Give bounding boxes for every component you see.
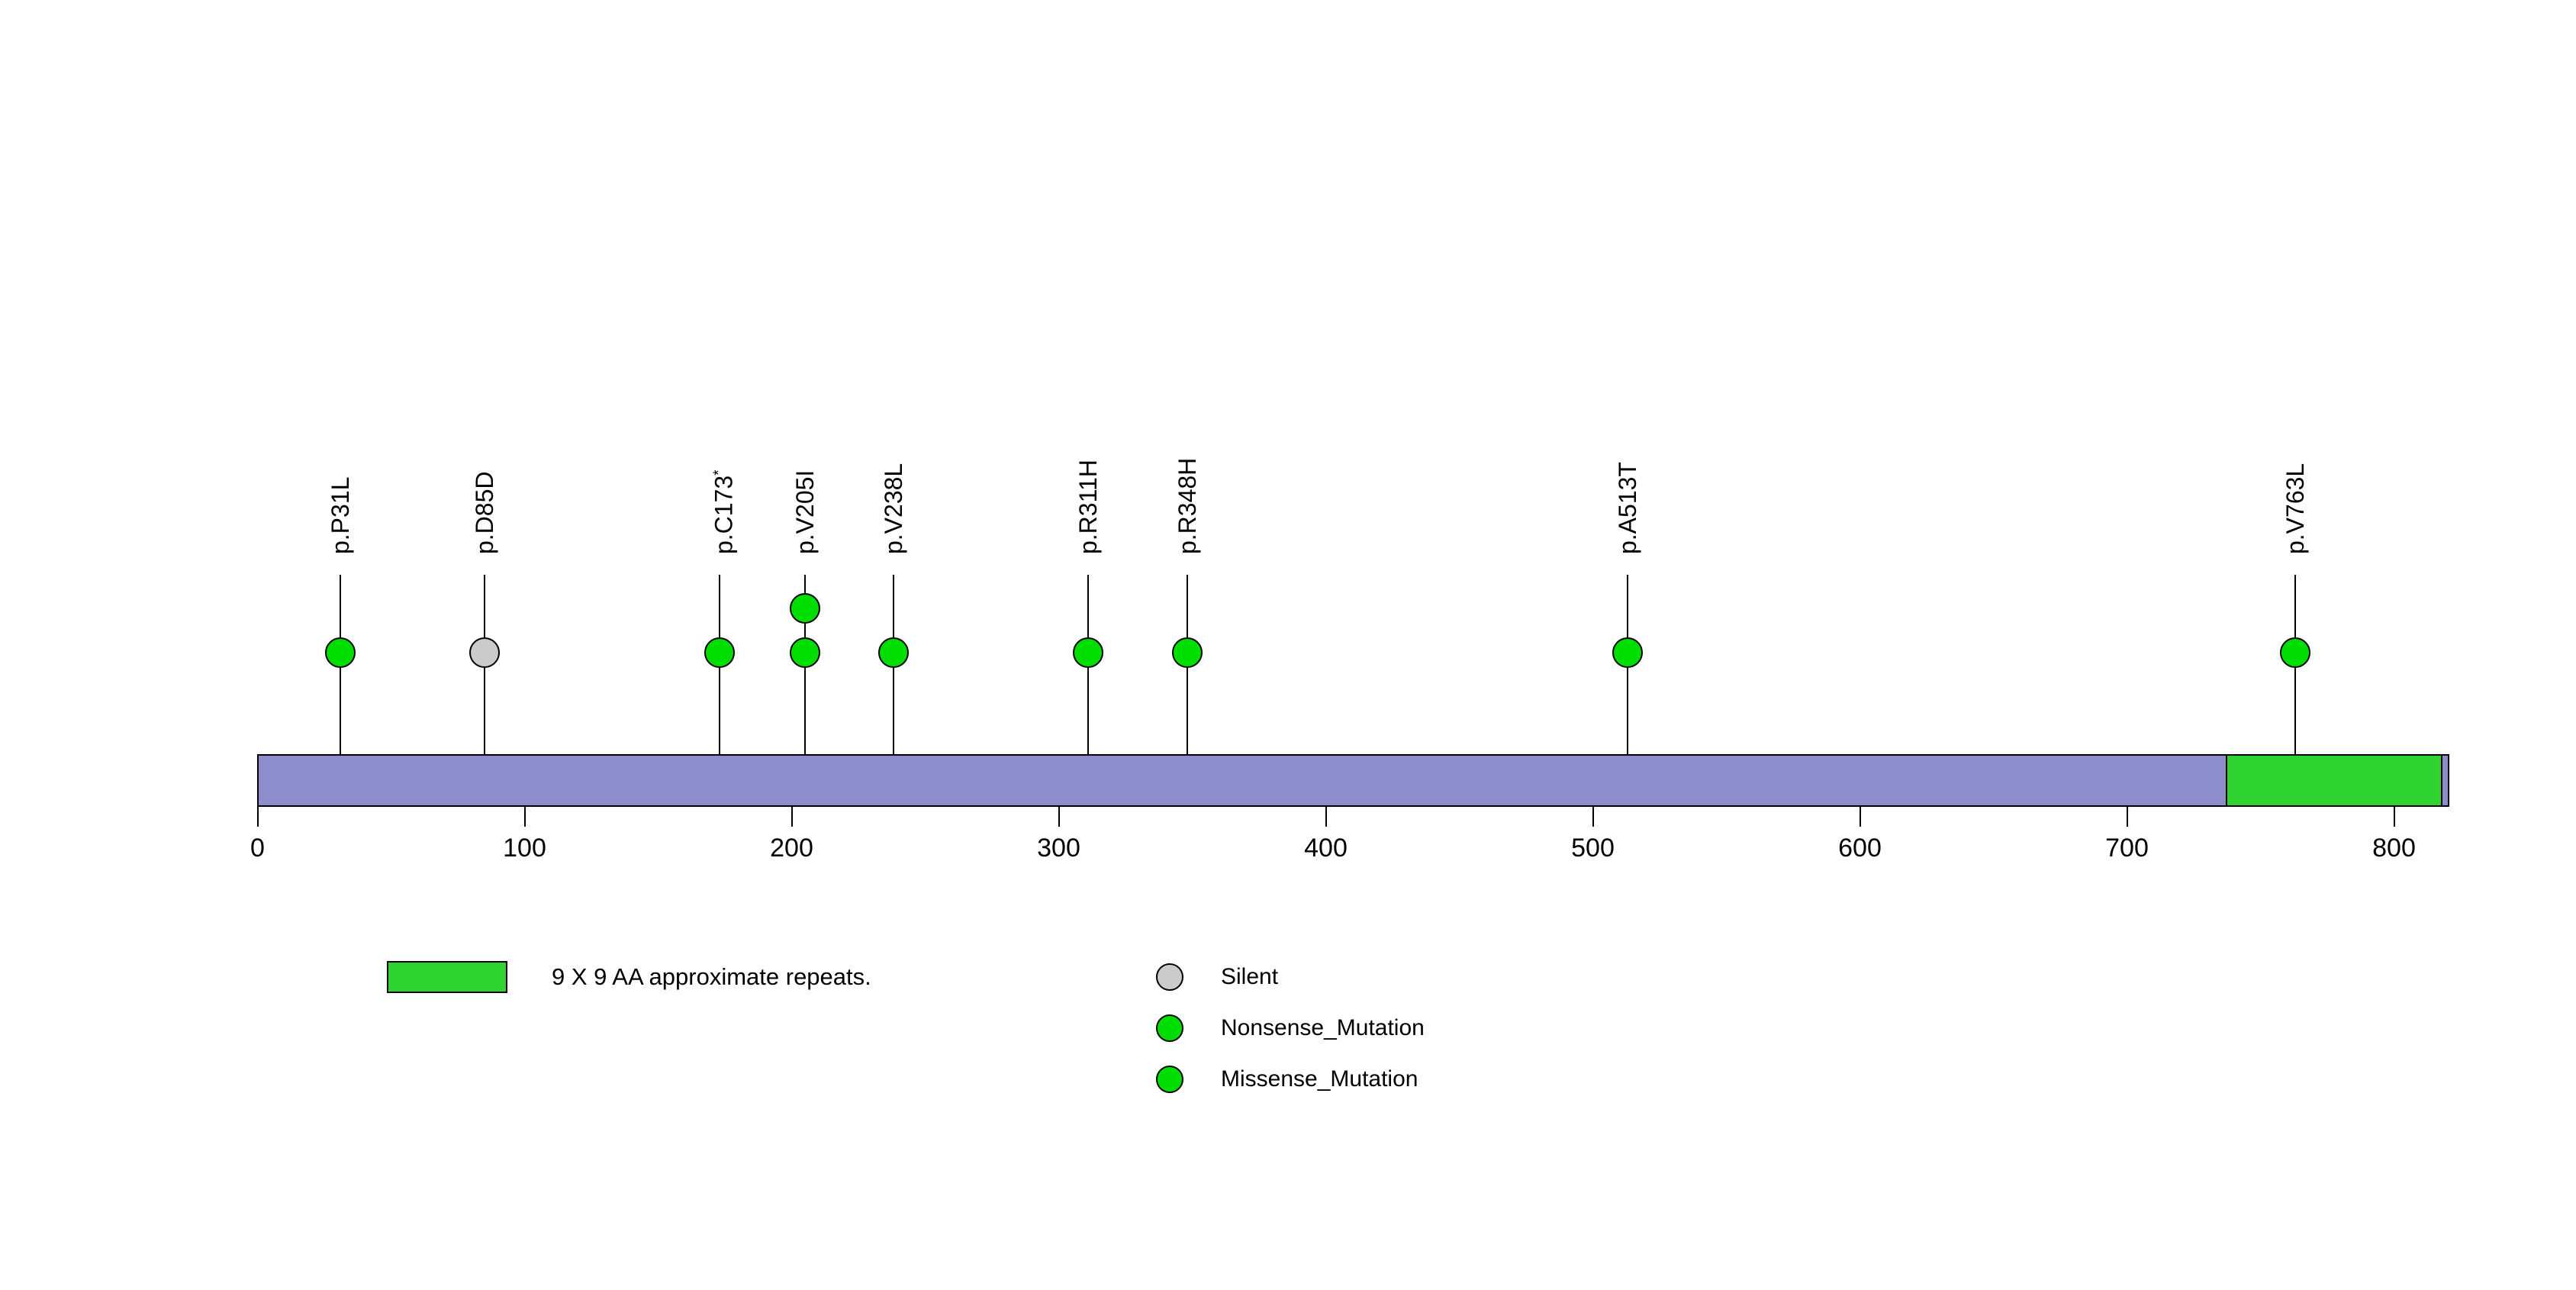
axis-tick: [1592, 807, 1594, 827]
axis-tick-label: 0: [250, 834, 265, 863]
missense-legend-swatch: [1156, 1066, 1183, 1093]
nonsense-legend-label: Nonsense_Mutation: [1221, 1015, 1425, 1040]
mutation-circle: [1073, 637, 1103, 668]
axis-tick: [523, 807, 526, 827]
mutation-label: p.V763L: [2281, 463, 2309, 554]
lollipop-stem: [1087, 575, 1089, 807]
mutation-circle: [1612, 637, 1643, 668]
axis-tick: [1859, 807, 1861, 827]
mutation-circle: [1171, 637, 1203, 668]
mutation-label: p.R311H: [1074, 460, 1102, 554]
nonsense-legend-swatch: [1156, 1014, 1183, 1042]
domain-swatch: [387, 961, 507, 993]
domain-legend-label: 9 X 9 AA approximate repeats.: [552, 963, 871, 990]
axis-tick: [1325, 807, 1327, 827]
mutation-label: p.D85D: [471, 471, 498, 555]
missense-legend-label: Missense_Mutation: [1221, 1066, 1418, 1092]
axis-tick-label: 400: [1304, 834, 1348, 863]
axis-tick-label: 800: [2372, 834, 2416, 863]
axis-tick-label: 200: [770, 834, 813, 863]
mutation-circle: [2280, 637, 2310, 668]
axis-tick-label: 700: [2105, 834, 2149, 863]
lollipop-stem: [2294, 575, 2296, 807]
silent-legend-swatch: [1156, 963, 1183, 991]
protein-backbone: [257, 754, 2449, 807]
mutation-circle: [469, 637, 500, 668]
axis-tick: [256, 807, 259, 827]
mutation-circle: [790, 637, 820, 668]
mutation-label: p.V205I: [791, 469, 819, 554]
lollipop-stem: [719, 575, 720, 807]
silent-legend-label: Silent: [1221, 964, 1279, 989]
mutation-circle: [325, 637, 356, 668]
mutation-circle: [790, 593, 820, 624]
axis-tick-label: 100: [503, 834, 546, 863]
mutation-label: p.V238L: [879, 463, 907, 554]
mutation-label: p.R348H: [1173, 457, 1201, 554]
nonsense-asterisk: *: [711, 469, 727, 476]
axis-tick-label: 600: [1838, 834, 1882, 863]
mutation-label: p.C173*: [710, 469, 738, 554]
lollipop-stem: [1186, 575, 1188, 807]
lollipop-stem: [892, 575, 894, 807]
axis-tick-label: 300: [1037, 834, 1080, 863]
mutation-circle: [877, 637, 909, 668]
mutation-label: p.P31L: [327, 476, 354, 554]
axis-tick-label: 500: [1571, 834, 1615, 863]
lollipop-stem: [484, 575, 485, 807]
mutation-label: p.A513T: [1614, 462, 1641, 554]
lollipop-stem: [1627, 575, 1628, 807]
axis-tick: [2393, 807, 2395, 827]
domain-rect: [2226, 754, 2442, 807]
lollipop-stem: [340, 575, 341, 807]
lollipop-stem: [804, 575, 806, 807]
axis-tick: [1058, 807, 1060, 827]
axis-tick: [2126, 807, 2128, 827]
axis-tick: [791, 807, 793, 827]
mutation-circle: [704, 637, 735, 668]
